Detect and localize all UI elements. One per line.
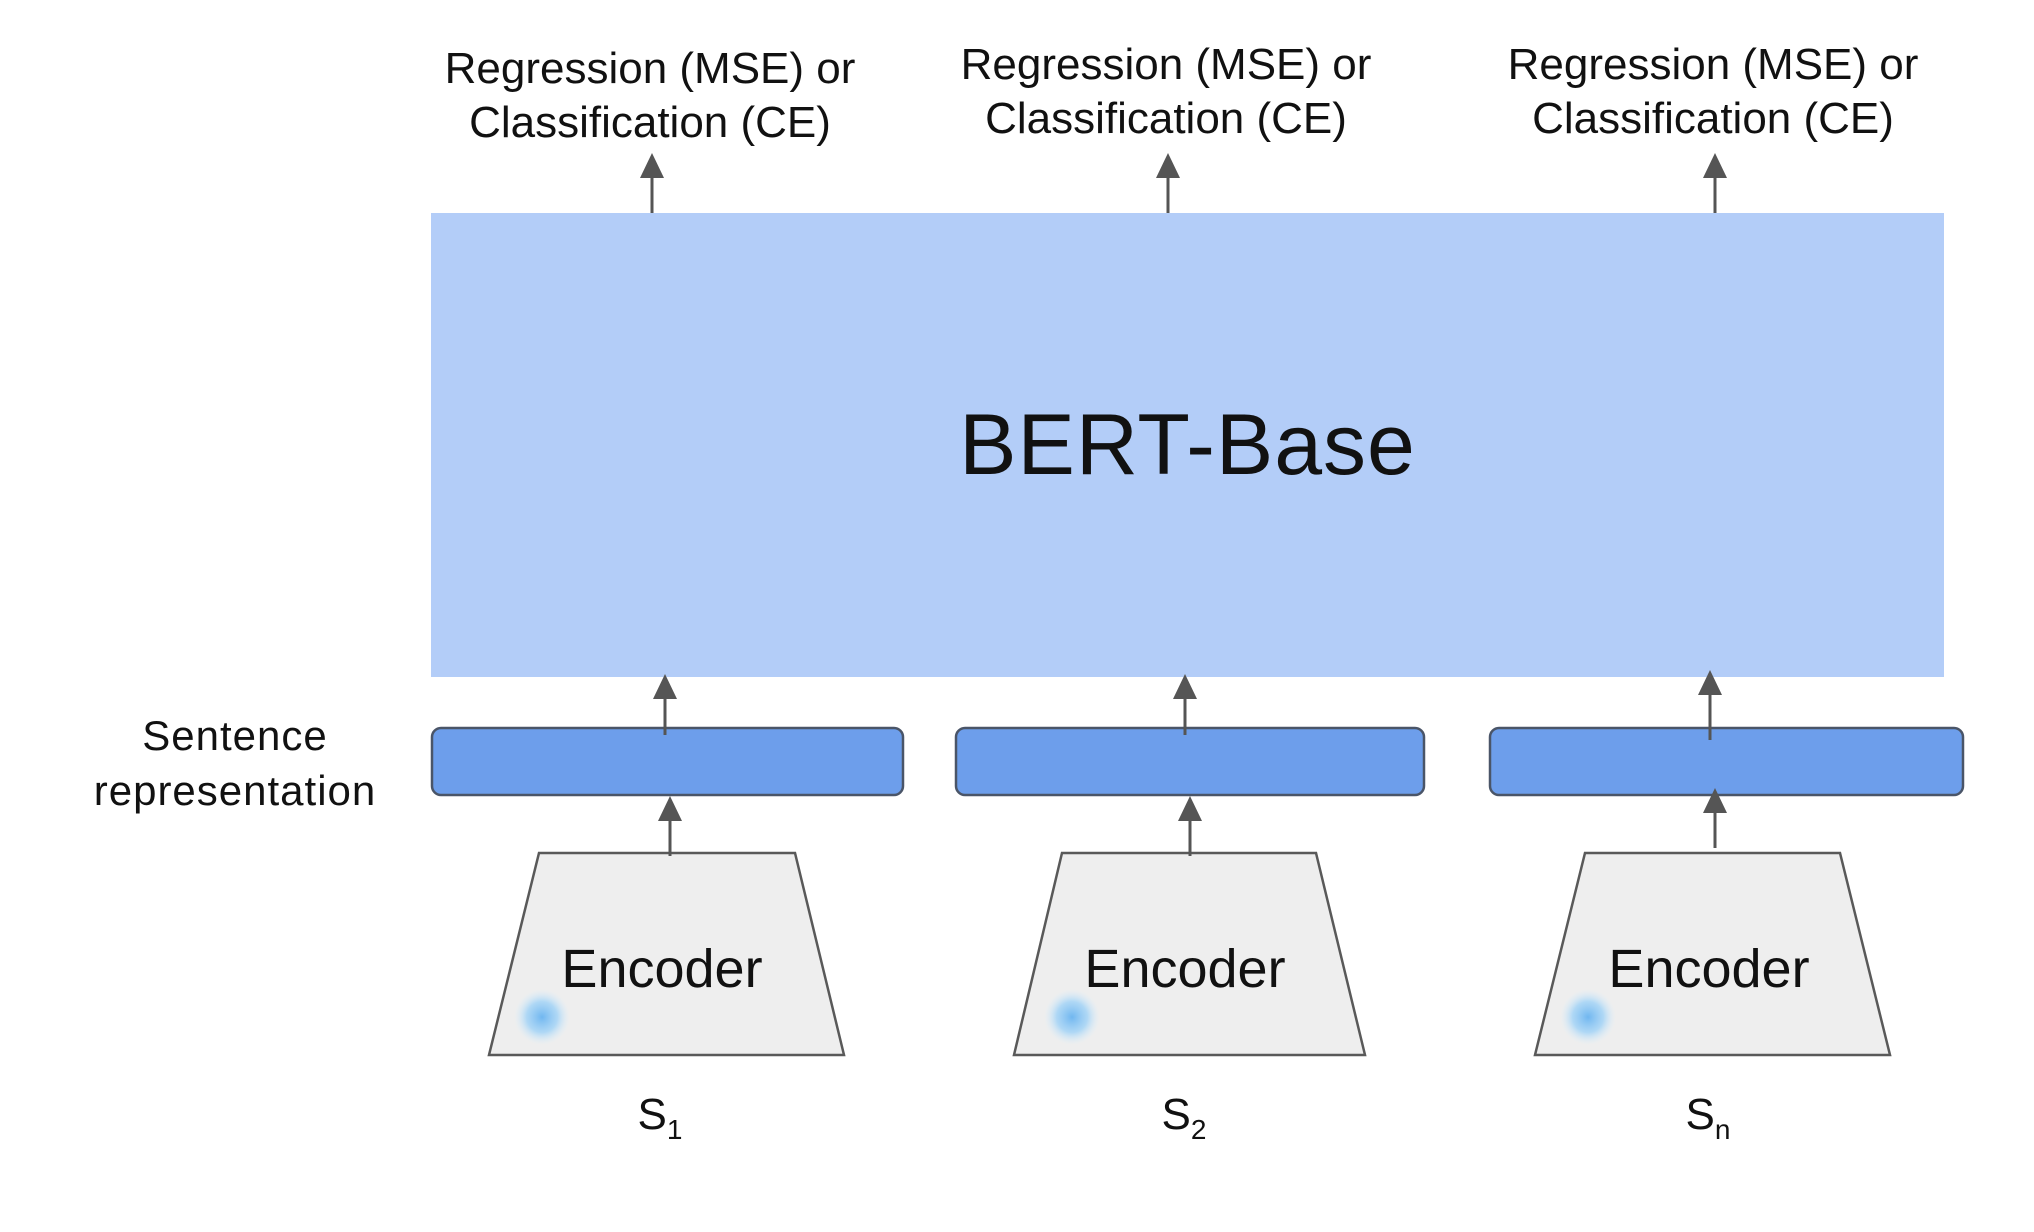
output-label-1-line1: Regression (MSE) or (444, 44, 856, 93)
input-label-2-sub: 2 (1190, 1114, 1207, 1145)
sentence-representation-line1: Sentence (142, 712, 328, 759)
rep-to-bert-arrow-1 (653, 674, 677, 735)
encoder-label-2: Encoder (1084, 939, 1286, 999)
sentence-representation-bar-2 (954, 726, 1426, 797)
bert-base-block (431, 213, 1944, 677)
input-label-1-main: S (637, 1090, 667, 1139)
encoder-label-3: Encoder (1608, 939, 1810, 999)
encoder-dot-3 (1560, 989, 1616, 1045)
output-label-3-line2: Classification (CE) (1532, 94, 1894, 143)
encoder-block-2 (1012, 851, 1367, 1057)
output-label-1-line2: Classification (CE) (469, 98, 831, 147)
sentence-representation-line2: representation (93, 767, 377, 814)
rep-to-bert-arrow-2 (1173, 674, 1197, 735)
rep-to-bert-arrow-3 (1698, 670, 1722, 740)
sentence-representation-label: Sentence representation (70, 708, 400, 818)
encoder-to-rep-arrow-1 (658, 796, 682, 856)
encoder-to-rep-arrow-2 (1178, 796, 1202, 856)
output-arrow-3 (1703, 153, 1727, 213)
input-label-1-sub: 1 (666, 1114, 683, 1145)
input-label-3-main: S (1685, 1090, 1715, 1139)
output-arrow-2 (1156, 153, 1180, 213)
input-label-2: S2 (1114, 1088, 1254, 1157)
encoder-block-3 (1533, 851, 1892, 1057)
encoder-to-rep-arrow-3 (1703, 788, 1727, 848)
output-label-2-line1: Regression (MSE) or (960, 40, 1372, 89)
output-label-3-line1: Regression (MSE) or (1507, 40, 1919, 89)
bert-base-label: BERT-Base (959, 396, 1416, 493)
output-label-2-line2: Classification (CE) (985, 94, 1347, 143)
input-label-3-sub: n (1714, 1114, 1731, 1145)
output-label-1: Regression (MSE) or Classification (CE) (390, 42, 910, 150)
output-label-3: Regression (MSE) or Classification (CE) (1453, 38, 1973, 146)
sentence-representation-bar-1 (430, 726, 905, 797)
encoder-label-1: Encoder (561, 939, 763, 999)
sentence-representation-bar-3 (1488, 726, 1965, 797)
output-label-2: Regression (MSE) or Classification (CE) (906, 38, 1426, 146)
input-label-3: Sn (1638, 1088, 1778, 1157)
encoder-dot-2 (1044, 989, 1100, 1045)
input-label-2-main: S (1161, 1090, 1191, 1139)
output-arrow-1 (640, 153, 664, 213)
encoder-block-1 (487, 851, 846, 1057)
input-label-1: S1 (590, 1088, 730, 1157)
encoder-dot-1 (514, 989, 570, 1045)
